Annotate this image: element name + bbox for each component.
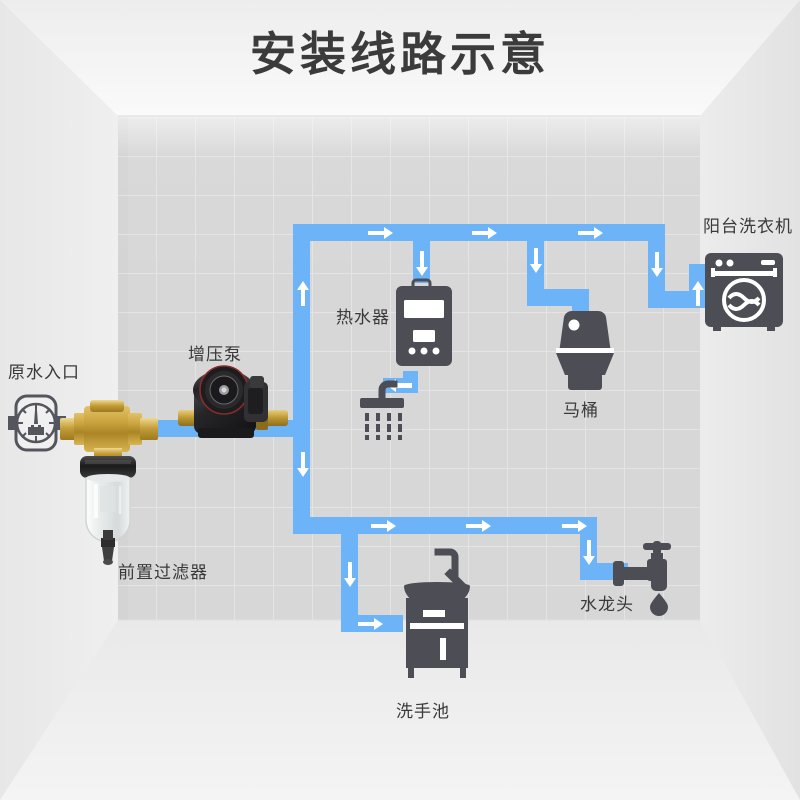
booster-pump-icon bbox=[178, 365, 288, 450]
toilet-icon bbox=[550, 310, 620, 391]
pipe-bottom-manifold bbox=[293, 517, 597, 534]
wash-basin-icon bbox=[390, 546, 482, 678]
water-heater-icon bbox=[396, 278, 452, 372]
pre-filter-icon bbox=[60, 388, 170, 568]
label-raw-water-inlet: 原水入口 bbox=[8, 363, 80, 382]
shower-head-icon bbox=[348, 380, 410, 440]
label-wash-basin: 洗手池 bbox=[396, 702, 450, 721]
page-title: 安装线路示意 bbox=[250, 28, 550, 80]
water-meter-icon bbox=[8, 392, 66, 454]
label-water-heater: 热水器 bbox=[336, 308, 390, 327]
label-booster-pump: 增压泵 bbox=[188, 345, 242, 364]
faucet-icon bbox=[611, 541, 685, 616]
pipe-left-riser bbox=[293, 224, 310, 534]
washing-machine-icon bbox=[705, 253, 783, 331]
label-toilet: 马桶 bbox=[563, 401, 599, 420]
label-balcony-washing-machine: 阳台洗衣机 bbox=[703, 217, 793, 236]
label-faucet: 水龙头 bbox=[580, 595, 634, 614]
label-pre-filter: 前置过滤器 bbox=[118, 563, 208, 582]
